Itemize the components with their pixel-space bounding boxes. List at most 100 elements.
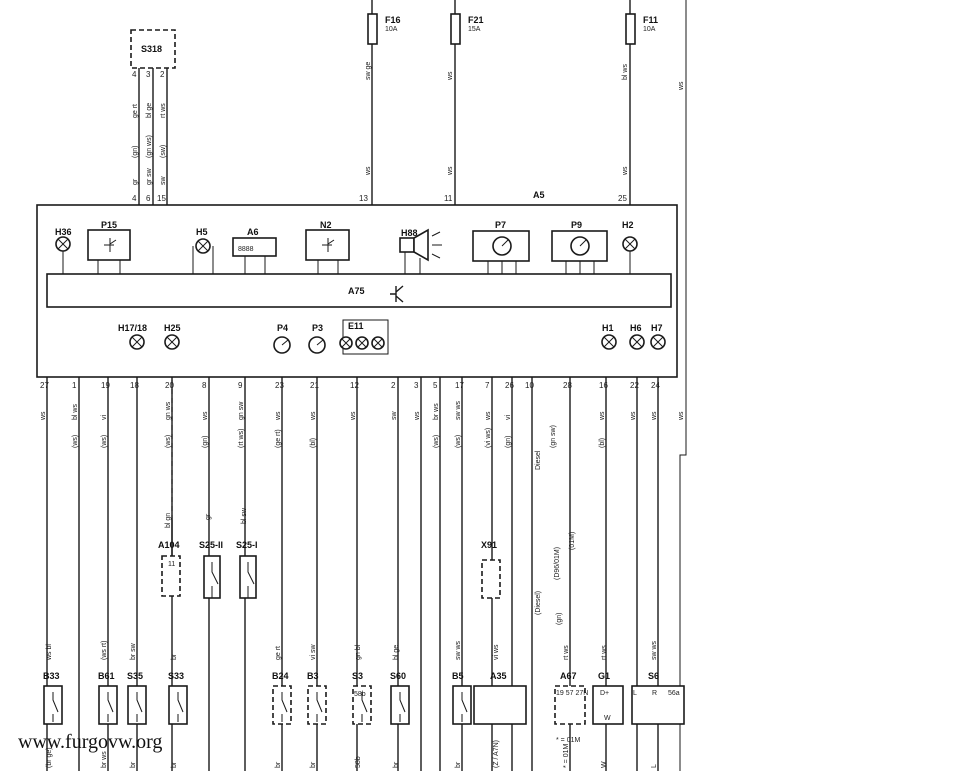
pin-label-2: 2 [391, 381, 396, 390]
display-p15: P15 [87, 220, 131, 274]
wire-alt-color: (vi ws) [485, 428, 492, 448]
s3-pin: 58b [354, 691, 366, 698]
pin-label-26: 26 [505, 381, 514, 390]
lamp-h5: H5 [192, 227, 214, 274]
o1m-label: (01M) [569, 532, 576, 550]
a67-pins: 19 57 27N [556, 690, 588, 697]
svg-text:A75: A75 [348, 286, 365, 296]
svg-text:H2: H2 [622, 220, 634, 230]
pin-label-7: 7 [485, 381, 490, 390]
lamp-h6: H6 [629, 323, 645, 350]
wire-color-12: ws [350, 411, 357, 421]
wire-alt-color: (bl) [310, 438, 317, 448]
transistor-icon [390, 285, 404, 303]
svg-text:rt ws: rt ws [601, 645, 608, 660]
wire-color-27: ws [40, 411, 47, 421]
s6-pin-l: L [633, 690, 637, 697]
bus-a75 [46, 273, 672, 308]
wire-alt-color: (gn) [202, 436, 209, 448]
svg-text:(br ge): (br ge) [46, 747, 53, 768]
svg-text:bl sw: bl sw [241, 507, 248, 524]
svg-text:bl ws: bl ws [622, 64, 629, 80]
wire-color-19: vi [101, 415, 108, 421]
wire-color-9: gn sw [238, 401, 245, 420]
lamp-e11: E11 [339, 319, 389, 355]
svg-text:br: br [171, 653, 178, 660]
svg-text:E11: E11 [348, 321, 364, 331]
switch-s25-ii: S25-II gr [199, 513, 223, 599]
svg-text:bl gn: bl gn [165, 513, 172, 528]
svg-text:(sw): (sw) [160, 145, 167, 158]
wire-alt-color: (rt ws) [238, 429, 245, 448]
svg-text:ge rt: ge rt [132, 104, 139, 118]
wire-color-3: ws [414, 411, 421, 421]
lamp-h36: H36 [55, 227, 72, 274]
svg-text:rt ws: rt ws [563, 645, 570, 660]
svg-text:H7: H7 [651, 323, 663, 333]
s6-pin-56a: 56a [668, 690, 680, 697]
wire-color-7: ws [485, 411, 492, 421]
svg-text:G1: G1 [598, 671, 610, 681]
svg-text:B24: B24 [272, 671, 289, 681]
svg-text:11: 11 [168, 561, 175, 568]
wire-alt-color: (ws) [101, 435, 108, 448]
svg-text:gr sw: gr sw [146, 167, 153, 185]
lamp-h7: H7 [650, 323, 666, 350]
svg-text:A6: A6 [247, 227, 259, 237]
wire-color-26: vi [505, 415, 512, 421]
pin-label-22: 22 [630, 381, 639, 390]
wire-color-8: ws [202, 411, 209, 421]
svg-text:A5: A5 [533, 190, 545, 200]
svg-text:* = 01M: * = 01M [563, 744, 570, 768]
svg-text:B3: B3 [307, 671, 319, 681]
svg-text:S6: S6 [648, 671, 659, 681]
pin-label-21: 21 [310, 381, 319, 390]
svg-text:br ws: br ws [101, 751, 108, 768]
wire-color-20: gn ws [165, 401, 172, 420]
svg-text:25: 25 [618, 194, 627, 203]
note-01m: * = 01M [556, 737, 580, 744]
svg-text:P9: P9 [571, 220, 582, 230]
wire-alt-color: (ge rt) [275, 429, 282, 448]
svg-text:H36: H36 [55, 227, 72, 237]
connector-a104: A104 11 bl gn [158, 380, 181, 597]
svg-text:F11: F11 [643, 15, 658, 25]
pin-label-1: 1 [72, 381, 77, 390]
indicator-p3: P3 [308, 323, 326, 354]
pin-label-12: 12 [350, 381, 359, 390]
pin-label-5: 5 [433, 381, 438, 390]
svg-text:ge rt: ge rt [275, 646, 282, 660]
watermark-text: www.furgovw.org [18, 731, 162, 753]
svg-text:10A: 10A [643, 26, 656, 33]
svg-text:15: 15 [157, 194, 166, 203]
svg-text:6: 6 [146, 194, 151, 203]
buzzer-h88: H88 [399, 228, 442, 274]
svg-text:br: br [310, 761, 317, 768]
svg-text:P3: P3 [312, 323, 323, 333]
svg-text:8888: 8888 [238, 246, 254, 253]
wire-color-2: sw [391, 411, 398, 421]
lamp-h2: H2 [622, 220, 638, 274]
svg-text:B5: B5 [452, 671, 464, 681]
wire-color-1: bl ws [72, 404, 79, 420]
component-g1: G1 rt ws W [592, 645, 624, 768]
wire-alt-color: (gn) [505, 436, 512, 448]
svg-text:sw: sw [160, 176, 167, 186]
svg-text:S318: S318 [141, 44, 162, 54]
svg-text:ws: ws [447, 166, 454, 176]
svg-text:B61: B61 [98, 671, 115, 681]
svg-text:br: br [171, 761, 178, 768]
svg-text:W: W [601, 761, 608, 768]
display-n2: N2 [305, 220, 350, 274]
right-rail-label: ws [678, 81, 685, 91]
svg-text:rt ws: rt ws [160, 103, 167, 118]
svg-text:S35: S35 [127, 671, 143, 681]
wire-color-24: ws [651, 411, 658, 421]
wire-color-22: ws [630, 411, 637, 421]
